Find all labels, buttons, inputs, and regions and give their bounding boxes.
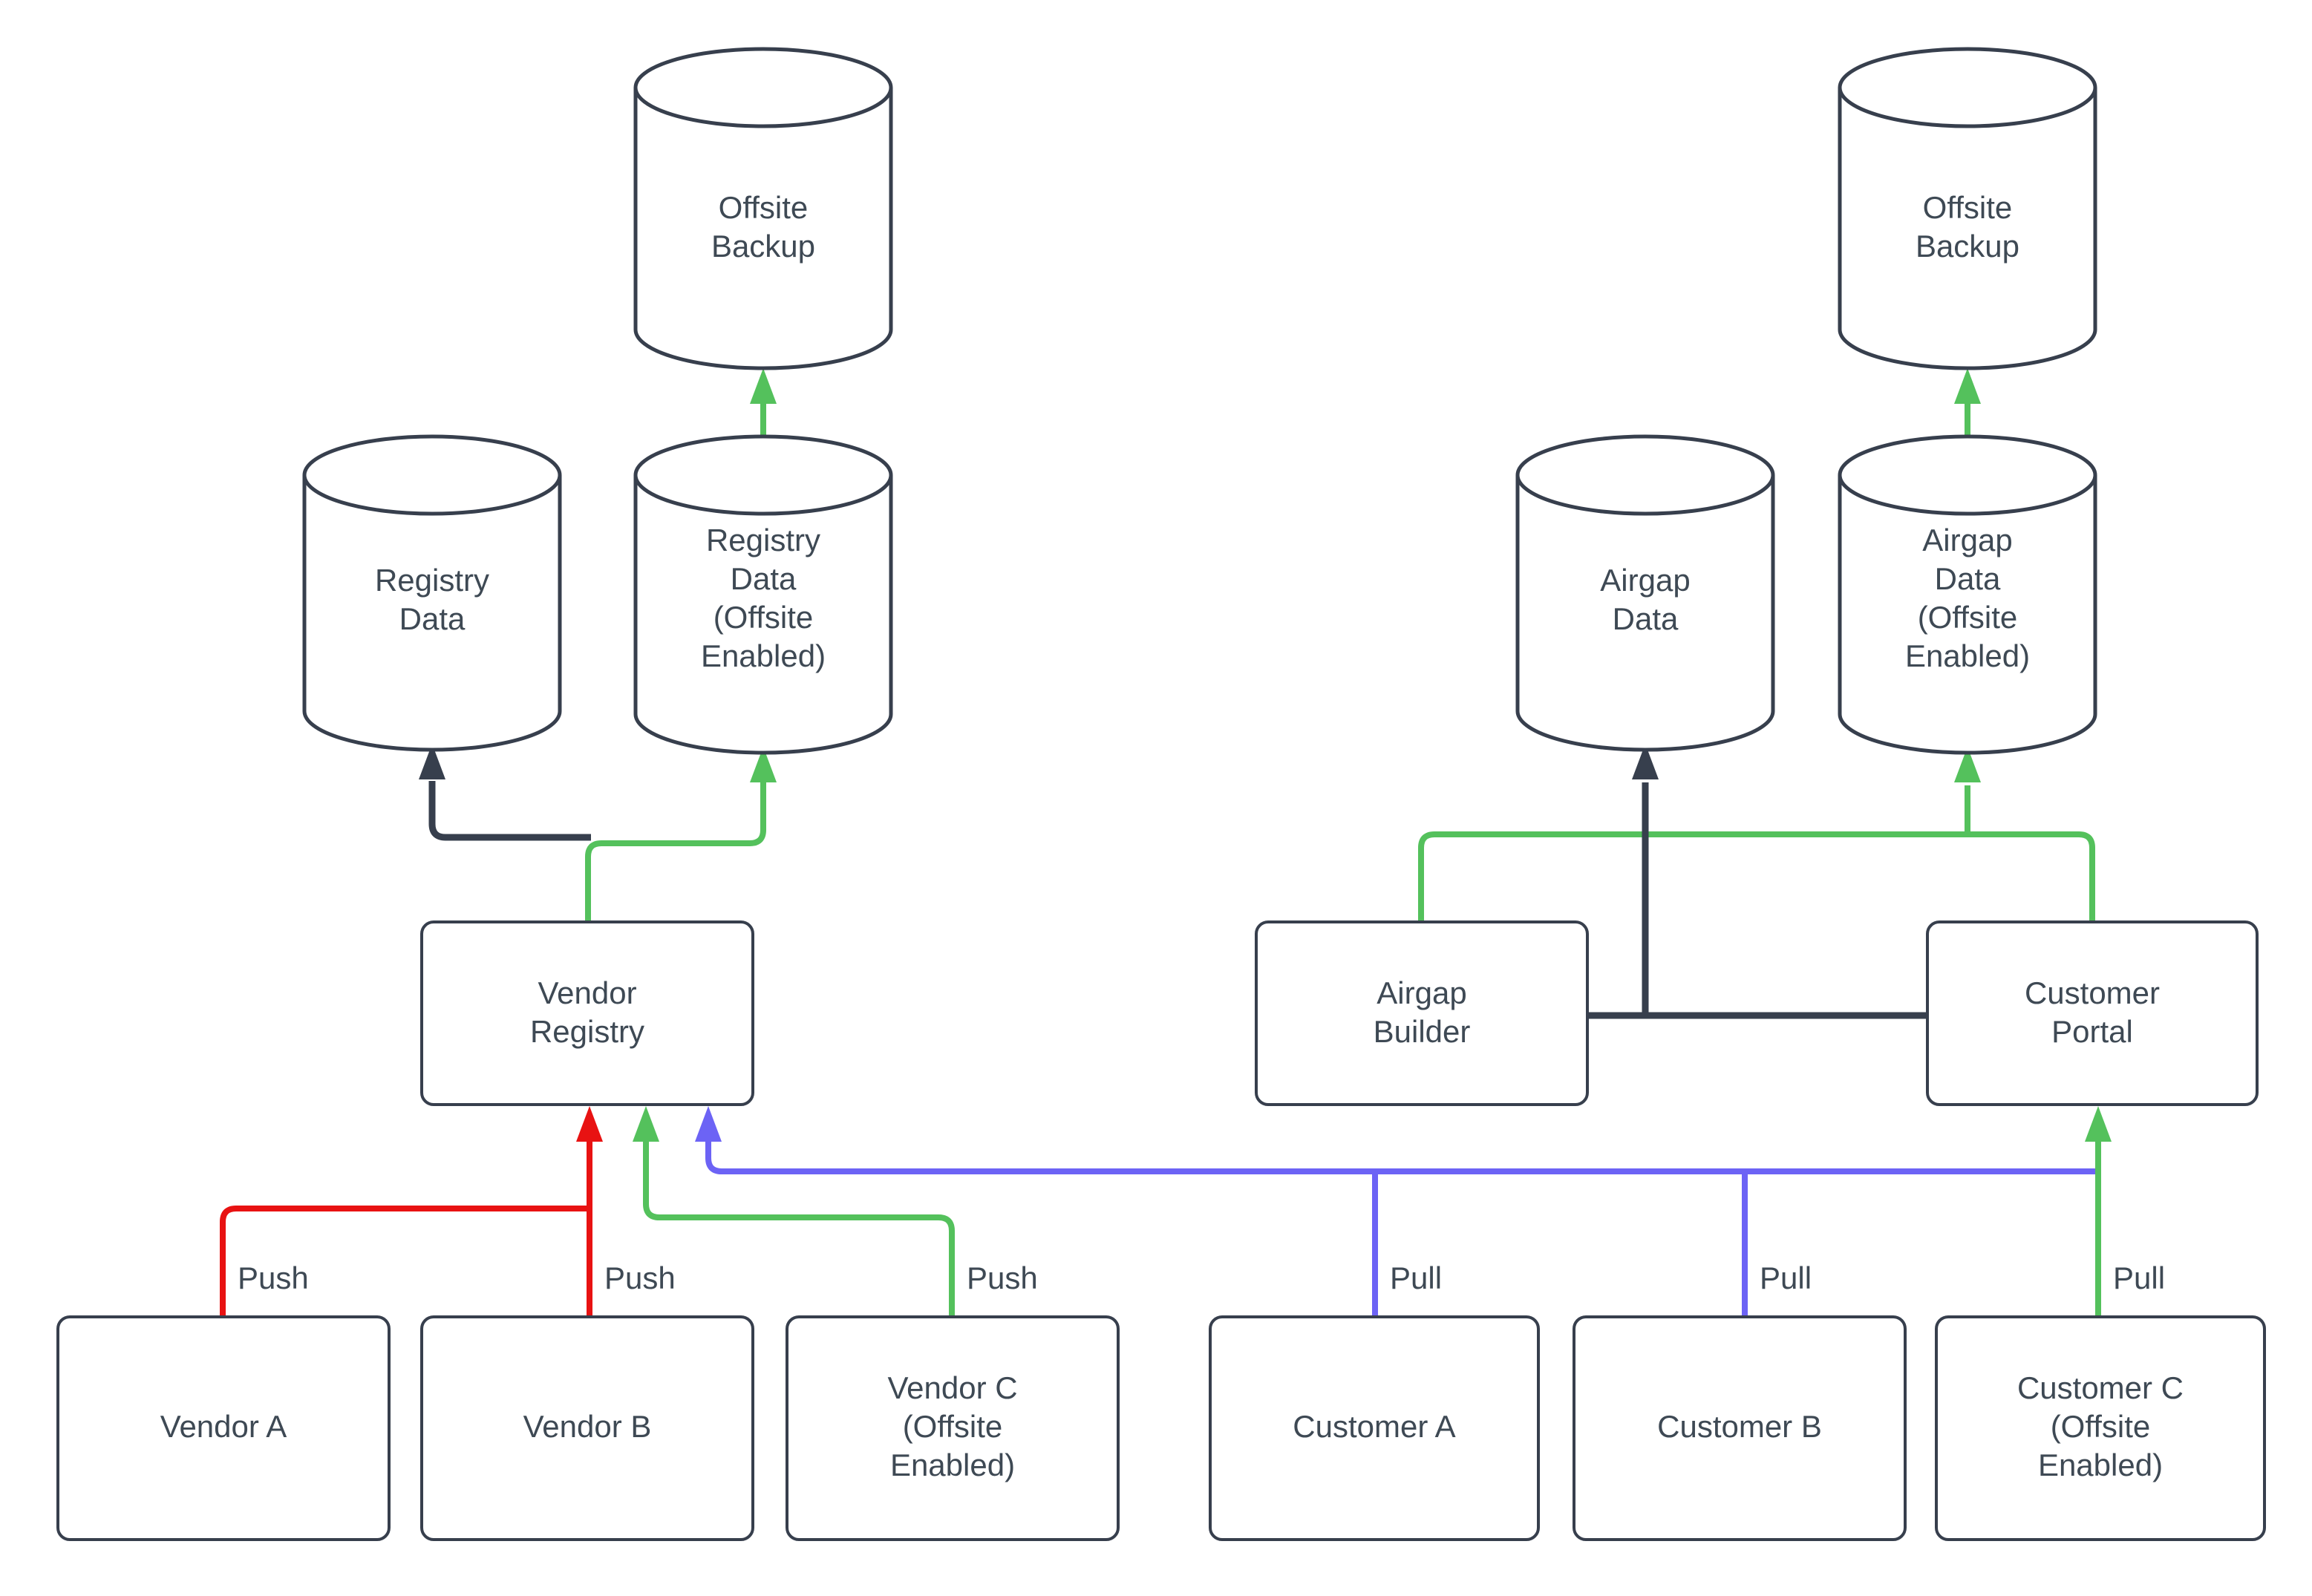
airgap-data-offsite-cylinder xyxy=(1838,434,2097,755)
edge-vendor-c-push xyxy=(643,1136,955,1315)
arrowhead-green-into-vendor-registry xyxy=(633,1106,659,1142)
airgap-data-cylinder xyxy=(1515,434,1775,752)
registry-data-offsite-cylinder xyxy=(633,434,893,755)
edge-airgap-builder-customer-portal-dark xyxy=(1589,782,1926,1019)
push-label-vendor-a: Push xyxy=(238,1262,309,1296)
vendor-a-node: Vendor A xyxy=(56,1315,391,1541)
push-label-vendor-c: Push xyxy=(967,1262,1038,1296)
edge-vendor-a-b-push xyxy=(220,1136,592,1315)
offsite-backup-left-cylinder xyxy=(633,47,893,370)
customer-b-node: Customer B xyxy=(1573,1315,1907,1541)
arrowhead-green-into-registry-data-offsite xyxy=(750,747,777,782)
arrowhead-green-into-offsite-backup-left xyxy=(750,368,777,404)
registry-data-offsite-label: Registry Data (Offsite Enabled) xyxy=(700,524,826,674)
arrowhead-blue-into-vendor-registry xyxy=(695,1106,722,1142)
arrowhead-green-into-airgap-data-offsite xyxy=(1954,747,1981,782)
airgap-data-label: Airgap Data xyxy=(1600,563,1691,636)
offsite-backup-left-label: Offsite Backup xyxy=(711,192,816,264)
offsite-backup-right-cylinder xyxy=(1838,47,2097,370)
edge-vendor-registry-to-registry-data-offsite xyxy=(585,782,766,920)
arrowhead-green-into-offsite-backup-right xyxy=(1954,368,1981,404)
vendor-c-node: Vendor C (Offsite Enabled) xyxy=(786,1315,1120,1541)
vendor-registry-node: Vendor Registry xyxy=(420,920,754,1106)
offsite-backup-right-label: Offsite Backup xyxy=(1915,192,2020,264)
edge-vendor-registry-to-registry-data xyxy=(428,781,591,841)
registry-data-label: Registry Data xyxy=(374,563,490,636)
customer-portal-node: Customer Portal xyxy=(1926,920,2259,1106)
pull-label-customer-c: Pull xyxy=(2113,1262,2166,1296)
customer-c-node: Customer C (Offsite Enabled) xyxy=(1935,1315,2266,1541)
vendor-b-node: Vendor B xyxy=(420,1315,754,1541)
edge-airgap-builder-customer-portal-green-bus xyxy=(1418,785,2095,920)
customer-a-node: Customer A xyxy=(1209,1315,1540,1541)
airgap-builder-node: Airgap Builder xyxy=(1255,920,1589,1106)
arrowhead-red-into-vendor-registry xyxy=(576,1106,603,1142)
push-label-vendor-b: Push xyxy=(604,1262,676,1296)
arrowhead-green-into-customer-portal xyxy=(2085,1106,2112,1142)
pull-label-customer-b: Pull xyxy=(1760,1262,1812,1296)
airgap-data-offsite-label: Airgap Data (Offsite Enabled) xyxy=(1904,524,2031,674)
arrowhead-dark-into-registry-data xyxy=(419,744,445,779)
registry-data-cylinder xyxy=(302,434,562,752)
pull-label-customer-a: Pull xyxy=(1390,1262,1443,1296)
edge-customers-pull-to-vendor-registry xyxy=(705,1136,2098,1315)
arrowhead-dark-into-airgap-data xyxy=(1632,744,1659,779)
